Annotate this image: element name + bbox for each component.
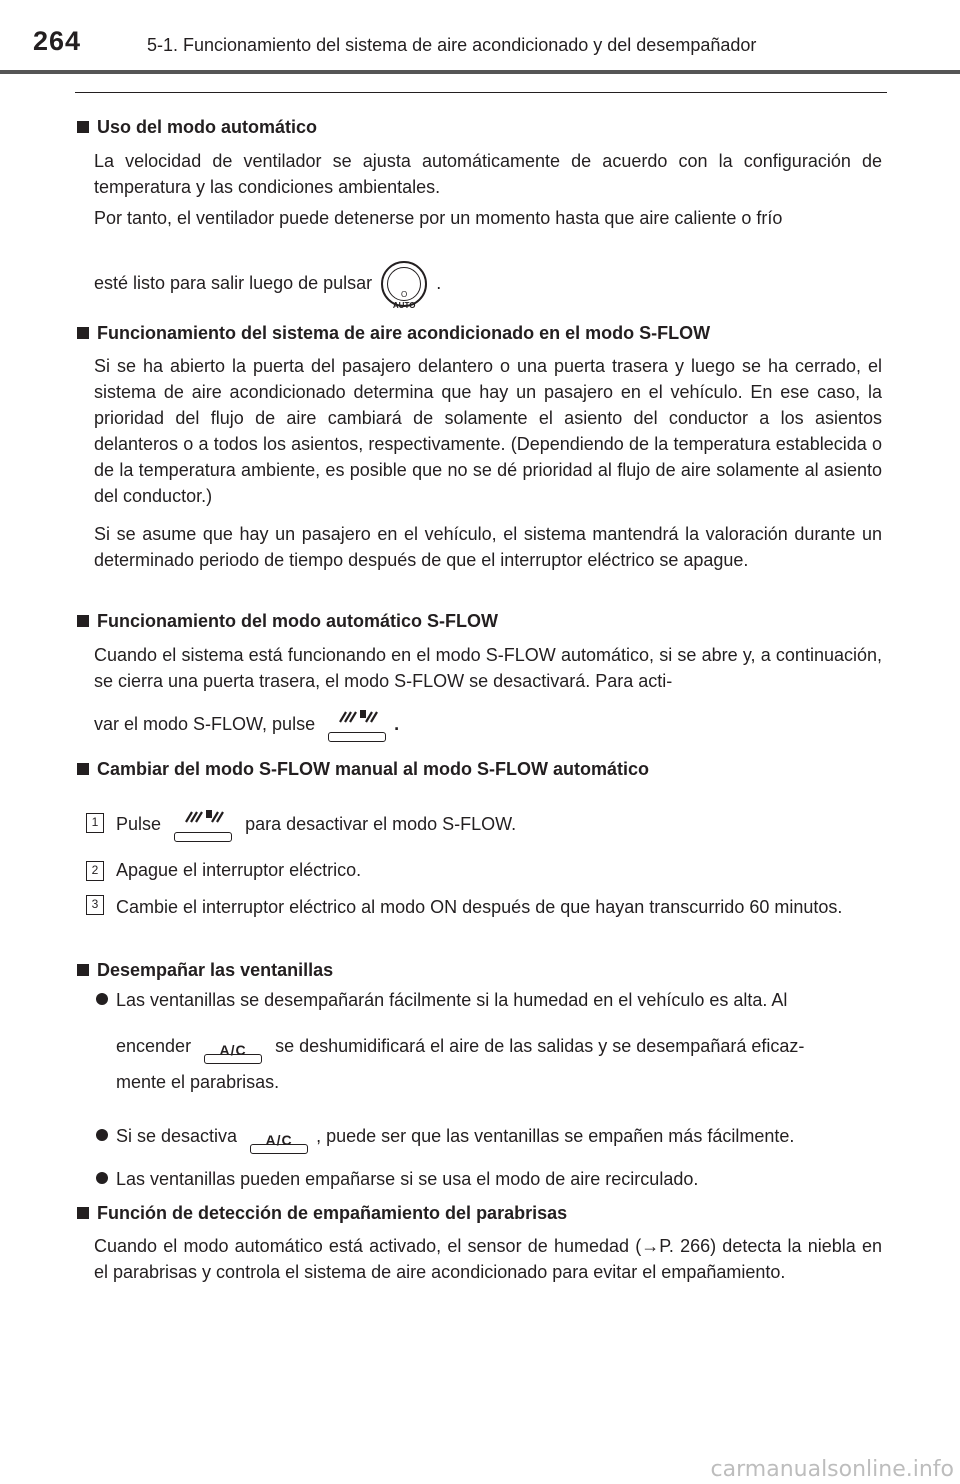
defog-bullet-1-line-3: mente el parabrisas. xyxy=(116,1072,280,1092)
step-number-3: 3 xyxy=(86,895,104,915)
auto-mode-paragraph-1: La velocidad de ventilador se ajusta aut… xyxy=(94,151,882,197)
defog-bullet-1-line-1: Las ventanillas se desempañarán fácilmen… xyxy=(96,990,787,1011)
step-number-1: 1 xyxy=(86,813,104,833)
sflow-airflow-icon xyxy=(339,710,379,723)
defog-bullet-2: Si se desactiva A/C , puede ser que las … xyxy=(96,1114,794,1158)
heading-sflow-change: Cambiar del modo S-FLOW manual al modo S… xyxy=(77,759,649,780)
sflow-operation-paragraph-2: Si se asume que hay un pasajero en el ve… xyxy=(94,524,882,570)
arrow-right-icon: → xyxy=(641,1236,660,1256)
square-bullet-icon xyxy=(77,121,89,133)
round-bullet-icon xyxy=(96,1129,108,1141)
section-title: 5-1. Funcionamiento del sistema de aire … xyxy=(147,35,757,55)
header-rule xyxy=(0,70,960,74)
step-number-2: 2 xyxy=(86,861,104,881)
square-bullet-icon xyxy=(77,1207,89,1219)
watermark: carmanualsonline.info xyxy=(710,1457,954,1482)
square-bullet-icon xyxy=(77,615,89,627)
square-bullet-icon xyxy=(77,763,89,775)
page-header: 264 5-1. Funcionamiento del sistema de a… xyxy=(0,0,960,78)
round-bullet-icon xyxy=(96,993,108,1005)
ac-button-icon: A/C xyxy=(248,1118,310,1156)
content-top-rule xyxy=(75,92,887,93)
sflow-auto-paragraph-1: Cuando el sistema está funcionando en el… xyxy=(94,645,882,691)
sflow-airflow-icon xyxy=(185,810,224,823)
round-bullet-icon xyxy=(96,1172,108,1184)
heading-sflow-auto: Funcionamiento del modo automático S-FLO… xyxy=(77,611,498,632)
heading-sflow-operation: Funcionamiento del sistema de aire acond… xyxy=(77,323,710,344)
ac-button-icon: A/C xyxy=(202,1028,264,1066)
sflow-button-icon xyxy=(172,806,234,844)
page-number: 264 xyxy=(33,26,82,56)
defog-bullet-1-line-2: encender A/C se deshumidificará el aire … xyxy=(116,1024,804,1068)
fog-detection-paragraph: Cuando el modo automático está activado,… xyxy=(94,1236,882,1282)
auto-button-icon: O AUTO xyxy=(381,261,428,310)
auto-mode-paragraph-2-line-2: esté listo para salir luego de pulsar O … xyxy=(94,258,441,310)
sflow-auto-paragraph-line-3: var el modo S-FLOW, pulse . xyxy=(94,702,399,746)
heading-fog-detection: Función de detección de empañamiento del… xyxy=(77,1203,567,1224)
step-1-text: Pulse para desactivar el modo S-FLOW. xyxy=(116,802,516,846)
step-3-text: Cambie el interruptor eléctrico al modo … xyxy=(116,897,843,917)
square-bullet-icon xyxy=(77,964,89,976)
heading-auto-mode: Uso del modo automático xyxy=(77,117,317,138)
heading-defog: Desempañar las ventanillas xyxy=(77,960,333,981)
sflow-button-icon xyxy=(326,706,388,744)
step-2-text: Apague el interruptor eléctrico. xyxy=(116,860,362,880)
sflow-operation-paragraph-1: Si se ha abierto la puerta del pasajero … xyxy=(94,356,882,506)
square-bullet-icon xyxy=(77,327,89,339)
defog-bullet-3: Las ventanillas pueden empañarse si se u… xyxy=(96,1169,698,1190)
auto-mode-paragraph-2-line-1: Por tanto, el ventilador puede detenerse… xyxy=(94,208,783,228)
